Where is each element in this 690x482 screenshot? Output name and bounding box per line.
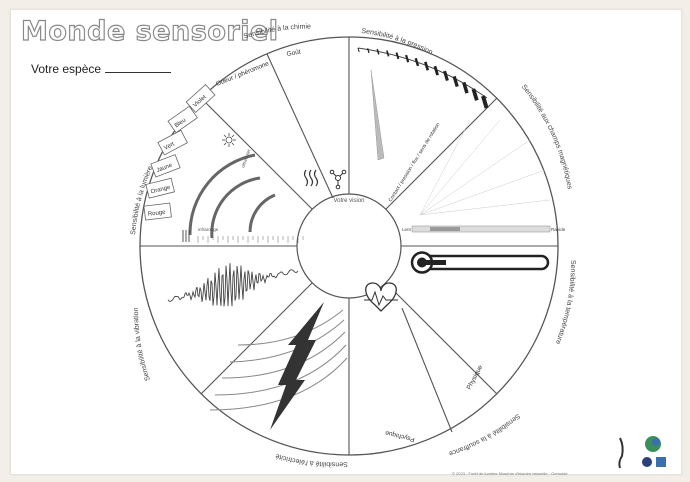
- pain-physical-label: Physique: [466, 364, 485, 391]
- light-spectrum-arc-small: [250, 195, 275, 232]
- feather-logo-icon: [619, 438, 622, 468]
- pain-sector[interactable]: Sensibilité à la souffrance Physique Psy…: [364, 283, 521, 457]
- pressure-sub-label: Contact / pression / flux / sens de rota…: [388, 122, 442, 203]
- center-hub[interactable]: [297, 194, 401, 298]
- color-box-jaune[interactable]: Jaune: [151, 155, 180, 177]
- round-logo-icon: [642, 457, 652, 467]
- color-box-rouge[interactable]: Rouge: [144, 203, 172, 220]
- magnetic-fast-label: Rapide: [551, 227, 566, 232]
- sun-icon: [222, 133, 236, 147]
- light-spectrum-arc-inner: [212, 178, 260, 238]
- smell-icon: [305, 170, 318, 186]
- magnetic-scale-fill: [430, 227, 460, 231]
- light-ruler: [198, 236, 303, 243]
- partner-logos: [606, 432, 672, 472]
- color-box-bleu[interactable]: Bleu: [168, 106, 197, 132]
- heat-icon: [183, 230, 189, 242]
- light-sector[interactable]: Sensibilité à la lumière VioletBleuVertJ…: [130, 85, 303, 243]
- thermometer-mercury: [424, 260, 446, 265]
- svg-text:Sensibilité à la souffrance: Sensibilité à la souffrance: [448, 412, 522, 457]
- svg-text:Sensibilité à la température: Sensibilité à la température: [554, 260, 576, 345]
- chemistry-label: Sensibilité à la chimie: [243, 24, 311, 41]
- temperature-label: Sensibilité à la température: [554, 260, 576, 345]
- svg-text:Sensibilité à la lumière: Sensibilité à la lumière: [130, 165, 154, 235]
- taste-label: Goût: [286, 49, 301, 58]
- center-label: Votre vision: [333, 198, 364, 204]
- molecule-icon: [330, 170, 346, 189]
- square-logo-icon: [656, 457, 666, 467]
- pressure-ticks: [358, 48, 487, 108]
- electric-field-arcs: [210, 310, 347, 410]
- pressure-sector[interactable]: Sensibilité à la pression Contact / pres…: [358, 28, 487, 203]
- magnetic-field-lines: [420, 120, 550, 215]
- pressure-label: Sensibilité à la pression: [361, 28, 434, 57]
- vibration-wave-icon: [168, 263, 298, 306]
- magnetic-slow-label: Lent: [402, 227, 412, 232]
- svg-text:Sensibilité à la chimie: Sensibilité à la chimie: [243, 24, 311, 41]
- pain-psychic-label: Psychique: [384, 429, 415, 443]
- smell-label: Odeur / phéromone: [215, 60, 270, 88]
- pressure-needle-icon: [371, 70, 384, 160]
- globe-logo-accent: [652, 438, 660, 446]
- light-label: Sensibilité à la lumière: [130, 165, 154, 235]
- credit-text: © 2023 - Forêt de lumière Muséum d'histo…: [452, 471, 568, 476]
- svg-text:Sensibilité à la vibration: Sensibilité à la vibration: [133, 307, 152, 381]
- svg-text:Sensibilité à la pression: Sensibilité à la pression: [361, 28, 434, 57]
- pain-label: Sensibilité à la souffrance: [448, 412, 522, 457]
- lightning-icon: [270, 302, 324, 430]
- ir-label: infrarouge: [198, 227, 219, 232]
- vibration-label: Sensibilité à la vibration: [133, 307, 152, 381]
